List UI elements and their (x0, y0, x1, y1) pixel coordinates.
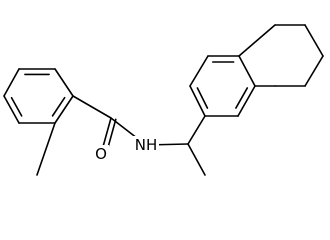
amide-nh-label: NH (135, 136, 158, 154)
bond-a4-a5 (238, 55, 256, 87)
bond-layer (3, 24, 324, 176)
atom-label-oxygen: O (93, 145, 109, 163)
structure-diagram: O NH (3, 24, 324, 176)
double-bond-b4-b5 (51, 96, 66, 117)
bond-b4-b5 (54, 95, 74, 124)
bond-s2-s3 (304, 55, 324, 87)
bond-s3-s4 (304, 24, 324, 57)
bond-b3-b4 (54, 68, 74, 97)
bond-ch-me2 (187, 143, 206, 176)
bond-b4-co (72, 95, 112, 119)
bond-ch-a1 (187, 115, 206, 145)
bond-b6-b1 (3, 95, 20, 124)
double-bond-a1-a2 (196, 87, 209, 109)
bond-s5-a4 (238, 24, 276, 57)
bond-a5-a6 (237, 85, 256, 117)
bond-b1-b2 (3, 68, 20, 97)
bond-a1-a2 (189, 85, 206, 117)
bond-a2-a3 (189, 55, 209, 87)
double-bond-b6-b1 (10, 96, 23, 117)
double-bond-a5-a6 (235, 87, 249, 109)
atom-label-nh: NH (133, 136, 159, 154)
bond-b5-me (36, 122, 56, 176)
oxygen-label: O (95, 145, 107, 163)
